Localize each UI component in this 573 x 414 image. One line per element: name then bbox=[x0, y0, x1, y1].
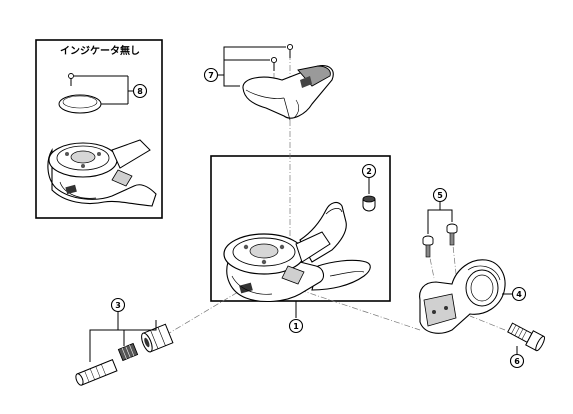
callout-5-label: 5 bbox=[437, 191, 443, 200]
inset-panel: インジケータ無し bbox=[35, 39, 163, 219]
part-5-screws bbox=[422, 223, 458, 258]
callout-3: 3 bbox=[110, 297, 126, 313]
callout-5: 5 bbox=[432, 187, 448, 203]
callout-8: 8 bbox=[132, 83, 148, 99]
callout-6-label: 6 bbox=[514, 357, 520, 366]
part-4-clamp-band bbox=[419, 259, 512, 334]
callout-7: 7 bbox=[203, 67, 219, 83]
callout-2-label: 2 bbox=[366, 167, 372, 176]
inset-title: インジケータ無し bbox=[60, 44, 140, 57]
part-2-cap bbox=[362, 178, 376, 212]
inset-screw bbox=[68, 73, 74, 86]
inset-shifter-body bbox=[47, 139, 157, 207]
callout-3-leader bbox=[89, 312, 157, 362]
callout-6: 6 bbox=[509, 353, 525, 369]
part-3-barrel-adjuster bbox=[75, 323, 174, 386]
callout-7-leader bbox=[218, 46, 286, 87]
callout-7-label: 7 bbox=[208, 71, 214, 80]
callout-4-label: 4 bbox=[516, 290, 522, 299]
callout-8-label: 8 bbox=[137, 87, 143, 96]
inset-cover-plate bbox=[58, 94, 102, 114]
callout-1-label: 1 bbox=[293, 322, 299, 331]
callout-1: 1 bbox=[288, 318, 304, 334]
part-7-indicator-cover bbox=[242, 43, 334, 121]
part-1-shifter-assembly bbox=[223, 201, 371, 303]
callout-2: 2 bbox=[361, 163, 377, 179]
callout-4: 4 bbox=[511, 286, 527, 302]
callout-5-leader bbox=[427, 202, 453, 234]
part-6-clamp-bolt bbox=[507, 322, 545, 354]
callout-3-label: 3 bbox=[115, 301, 121, 310]
